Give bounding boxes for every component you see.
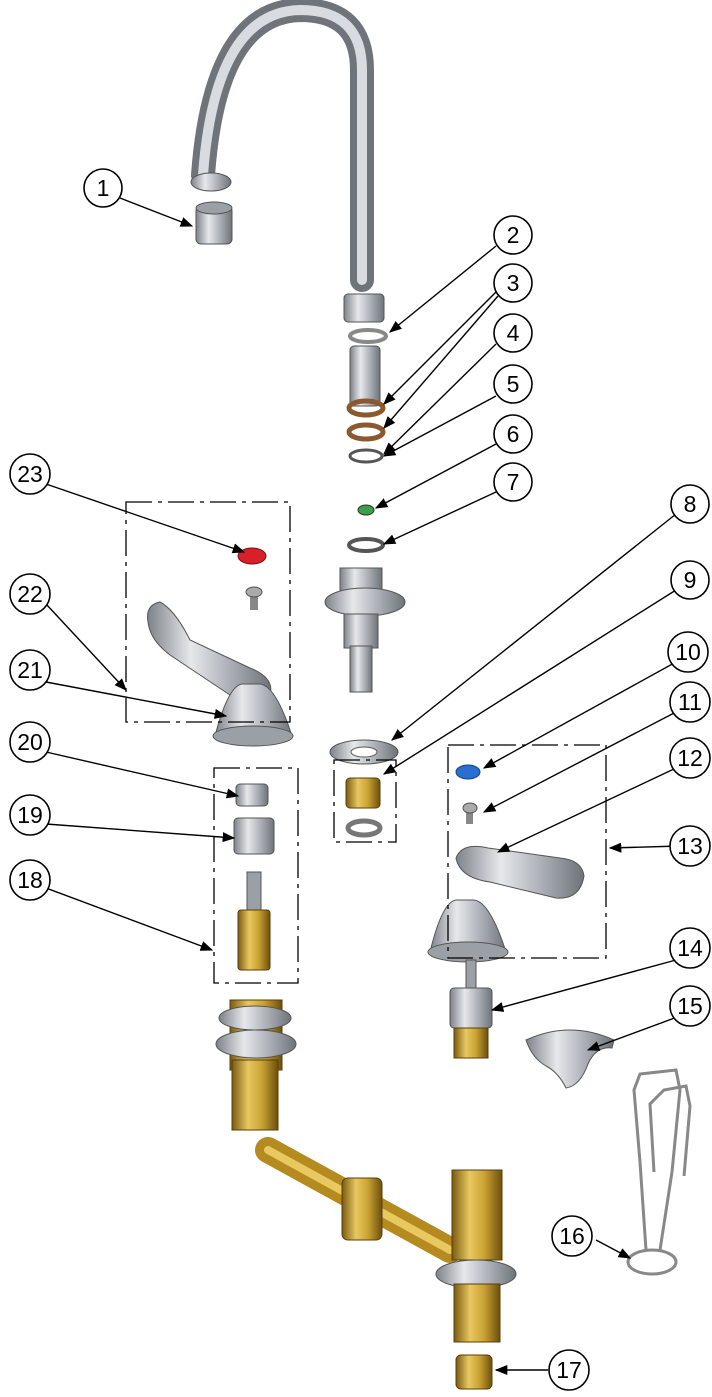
nut-group-box (333, 759, 397, 843)
svg-text:8: 8 (684, 491, 697, 517)
svg-text:11: 11 (678, 689, 702, 715)
svg-text:12: 12 (677, 745, 703, 771)
handle-group-box-left (125, 501, 291, 723)
spout-stack (343, 293, 388, 553)
left-cartridge-stack (233, 783, 275, 971)
callout-4: 4 (493, 313, 533, 353)
svg-text:9: 9 (684, 567, 697, 593)
callout-7: 7 (493, 462, 533, 502)
callout-1: 1 (83, 168, 123, 208)
nut-assembly-part (345, 777, 383, 838)
callout-3: 3 (493, 263, 533, 303)
callout-19: 19 (9, 794, 51, 836)
callout-22: 22 (9, 573, 51, 615)
svg-text:3: 3 (507, 270, 520, 296)
svg-text:5: 5 (507, 371, 520, 397)
callout-17: 17 (548, 1349, 590, 1391)
svg-text:14: 14 (677, 935, 703, 961)
valve-body-part (215, 999, 517, 1343)
svg-text:21: 21 (17, 657, 43, 683)
svg-text:15: 15 (677, 993, 703, 1019)
svg-text:13: 13 (677, 833, 703, 859)
callout-20: 20 (9, 721, 51, 763)
callout-16: 16 (551, 1215, 593, 1257)
svg-text:19: 19 (17, 802, 43, 828)
svg-text:23: 23 (17, 461, 43, 487)
callout-5: 5 (493, 364, 533, 404)
left-escutcheon-part (212, 683, 294, 747)
svg-text:22: 22 (17, 581, 43, 607)
svg-text:2: 2 (507, 222, 520, 248)
svg-text:4: 4 (507, 320, 520, 346)
callout-15: 15 (669, 985, 711, 1027)
callout-23: 23 (9, 453, 51, 495)
callout-12: 12 (669, 737, 711, 779)
callout-18: 18 (9, 859, 51, 901)
right-handle-part (455, 764, 585, 899)
svg-text:6: 6 (507, 421, 520, 447)
svg-text:16: 16 (559, 1223, 585, 1249)
svg-text:17: 17 (556, 1357, 582, 1383)
leader-lines (45, 197, 681, 1376)
callout-13: 13 (669, 825, 711, 867)
svg-text:20: 20 (17, 729, 43, 755)
svg-text:10: 10 (675, 639, 701, 665)
right-cartridge-part (449, 959, 493, 1059)
callout-10: 10 (667, 631, 709, 673)
flange-part (329, 739, 399, 765)
outlet-nut-part (455, 1354, 493, 1390)
svg-text:18: 18 (17, 867, 43, 893)
aerator-part (195, 201, 233, 245)
handle-group-box-right (447, 744, 607, 959)
callout-6: 6 (493, 414, 533, 454)
callout-11: 11 (669, 681, 711, 723)
spout (190, 0, 374, 292)
lock-plate-part (525, 1029, 615, 1089)
svg-text:7: 7 (507, 469, 520, 495)
right-escutcheon-part (427, 899, 509, 963)
cartridge-group-box (213, 767, 299, 984)
callout-8: 8 (670, 484, 710, 524)
callout-2: 2 (493, 215, 533, 255)
spout-base-part (324, 567, 406, 693)
left-handle-part (147, 547, 272, 704)
wire-clip-part (626, 1068, 692, 1276)
callout-9: 9 (670, 560, 710, 600)
svg-text:1: 1 (97, 175, 110, 201)
callout-14: 14 (669, 927, 711, 969)
callout-21: 21 (9, 649, 51, 691)
